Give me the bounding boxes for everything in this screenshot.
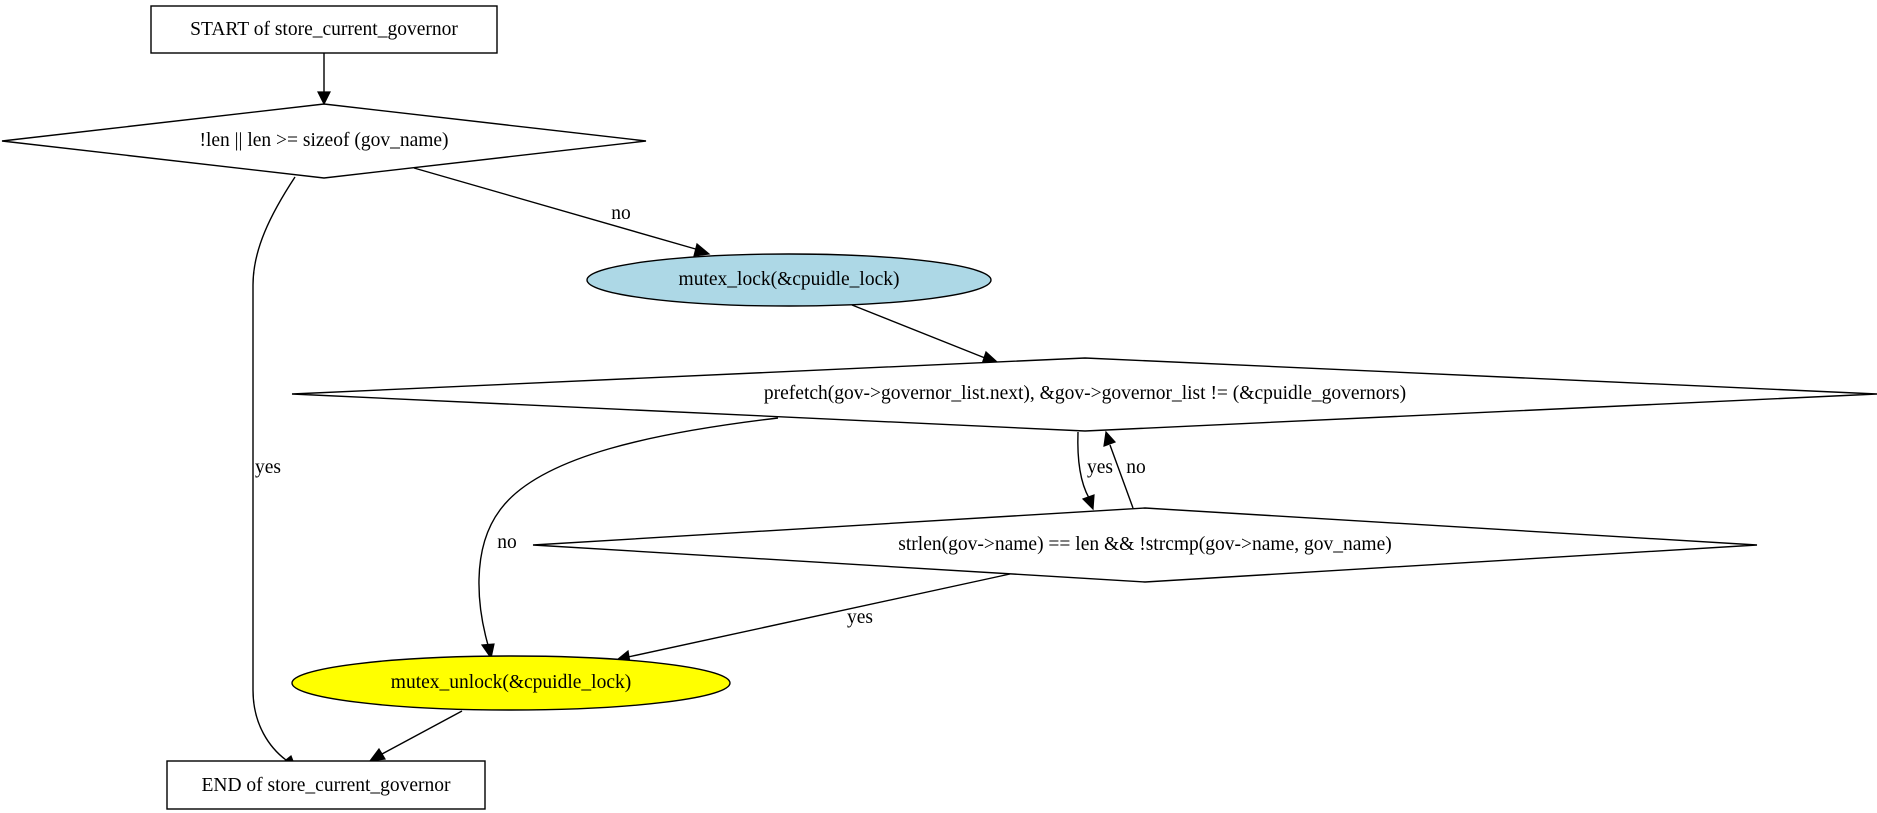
edge-start-to-check — [317, 53, 331, 106]
edge-unlock-to-end — [368, 710, 463, 762]
edge-label-check-yes: yes — [255, 457, 281, 478]
edge-loop-to-unlock — [478, 417, 779, 660]
edge-check-to-lock — [413, 167, 711, 257]
edge-label-loop-no: no — [497, 532, 517, 553]
edge-lock-to-loop — [851, 304, 999, 365]
edge-loop-to-match — [1077, 431, 1095, 511]
node-check-len: !len || len >= sizeof (gov_name) — [1, 103, 647, 179]
node-loop-cond-label: prefetch(gov->governor_list.next), &gov-… — [764, 383, 1406, 404]
node-mutex-lock-label: mutex_lock(&cpuidle_lock) — [679, 269, 900, 290]
edge-label-match-yes: yes — [847, 607, 873, 628]
node-mutex-lock: mutex_lock(&cpuidle_lock) — [586, 253, 992, 307]
node-check-len-label: !len || len >= sizeof (gov_name) — [199, 130, 448, 151]
node-mutex-unlock-shape — [291, 655, 731, 711]
edge-label-check-no: no — [611, 203, 631, 224]
node-end-label: END of store_current_governor — [201, 775, 451, 796]
edge-match-to-loop — [1103, 430, 1134, 509]
node-start-label: START of store_current_governor — [190, 19, 458, 40]
node-end: END of store_current_governor — [166, 760, 486, 810]
edge-label-loop-yes: yes — [1087, 457, 1113, 478]
node-start: START of store_current_governor — [150, 5, 498, 54]
node-mutex-lock-shape — [586, 253, 992, 307]
node-loop-cond: prefetch(gov->governor_list.next), &gov-… — [291, 357, 1877, 432]
edge-label-match-no: no — [1126, 457, 1146, 478]
node-name-match: strlen(gov->name) == len && !strcmp(gov-… — [532, 507, 1758, 583]
node-mutex-unlock-label: mutex_unlock(&cpuidle_lock) — [391, 672, 631, 693]
edge-match-to-unlock — [615, 573, 1011, 664]
node-mutex-unlock: mutex_unlock(&cpuidle_lock) — [291, 655, 731, 711]
node-name-match-label: strlen(gov->name) == len && !strcmp(gov-… — [898, 534, 1391, 555]
